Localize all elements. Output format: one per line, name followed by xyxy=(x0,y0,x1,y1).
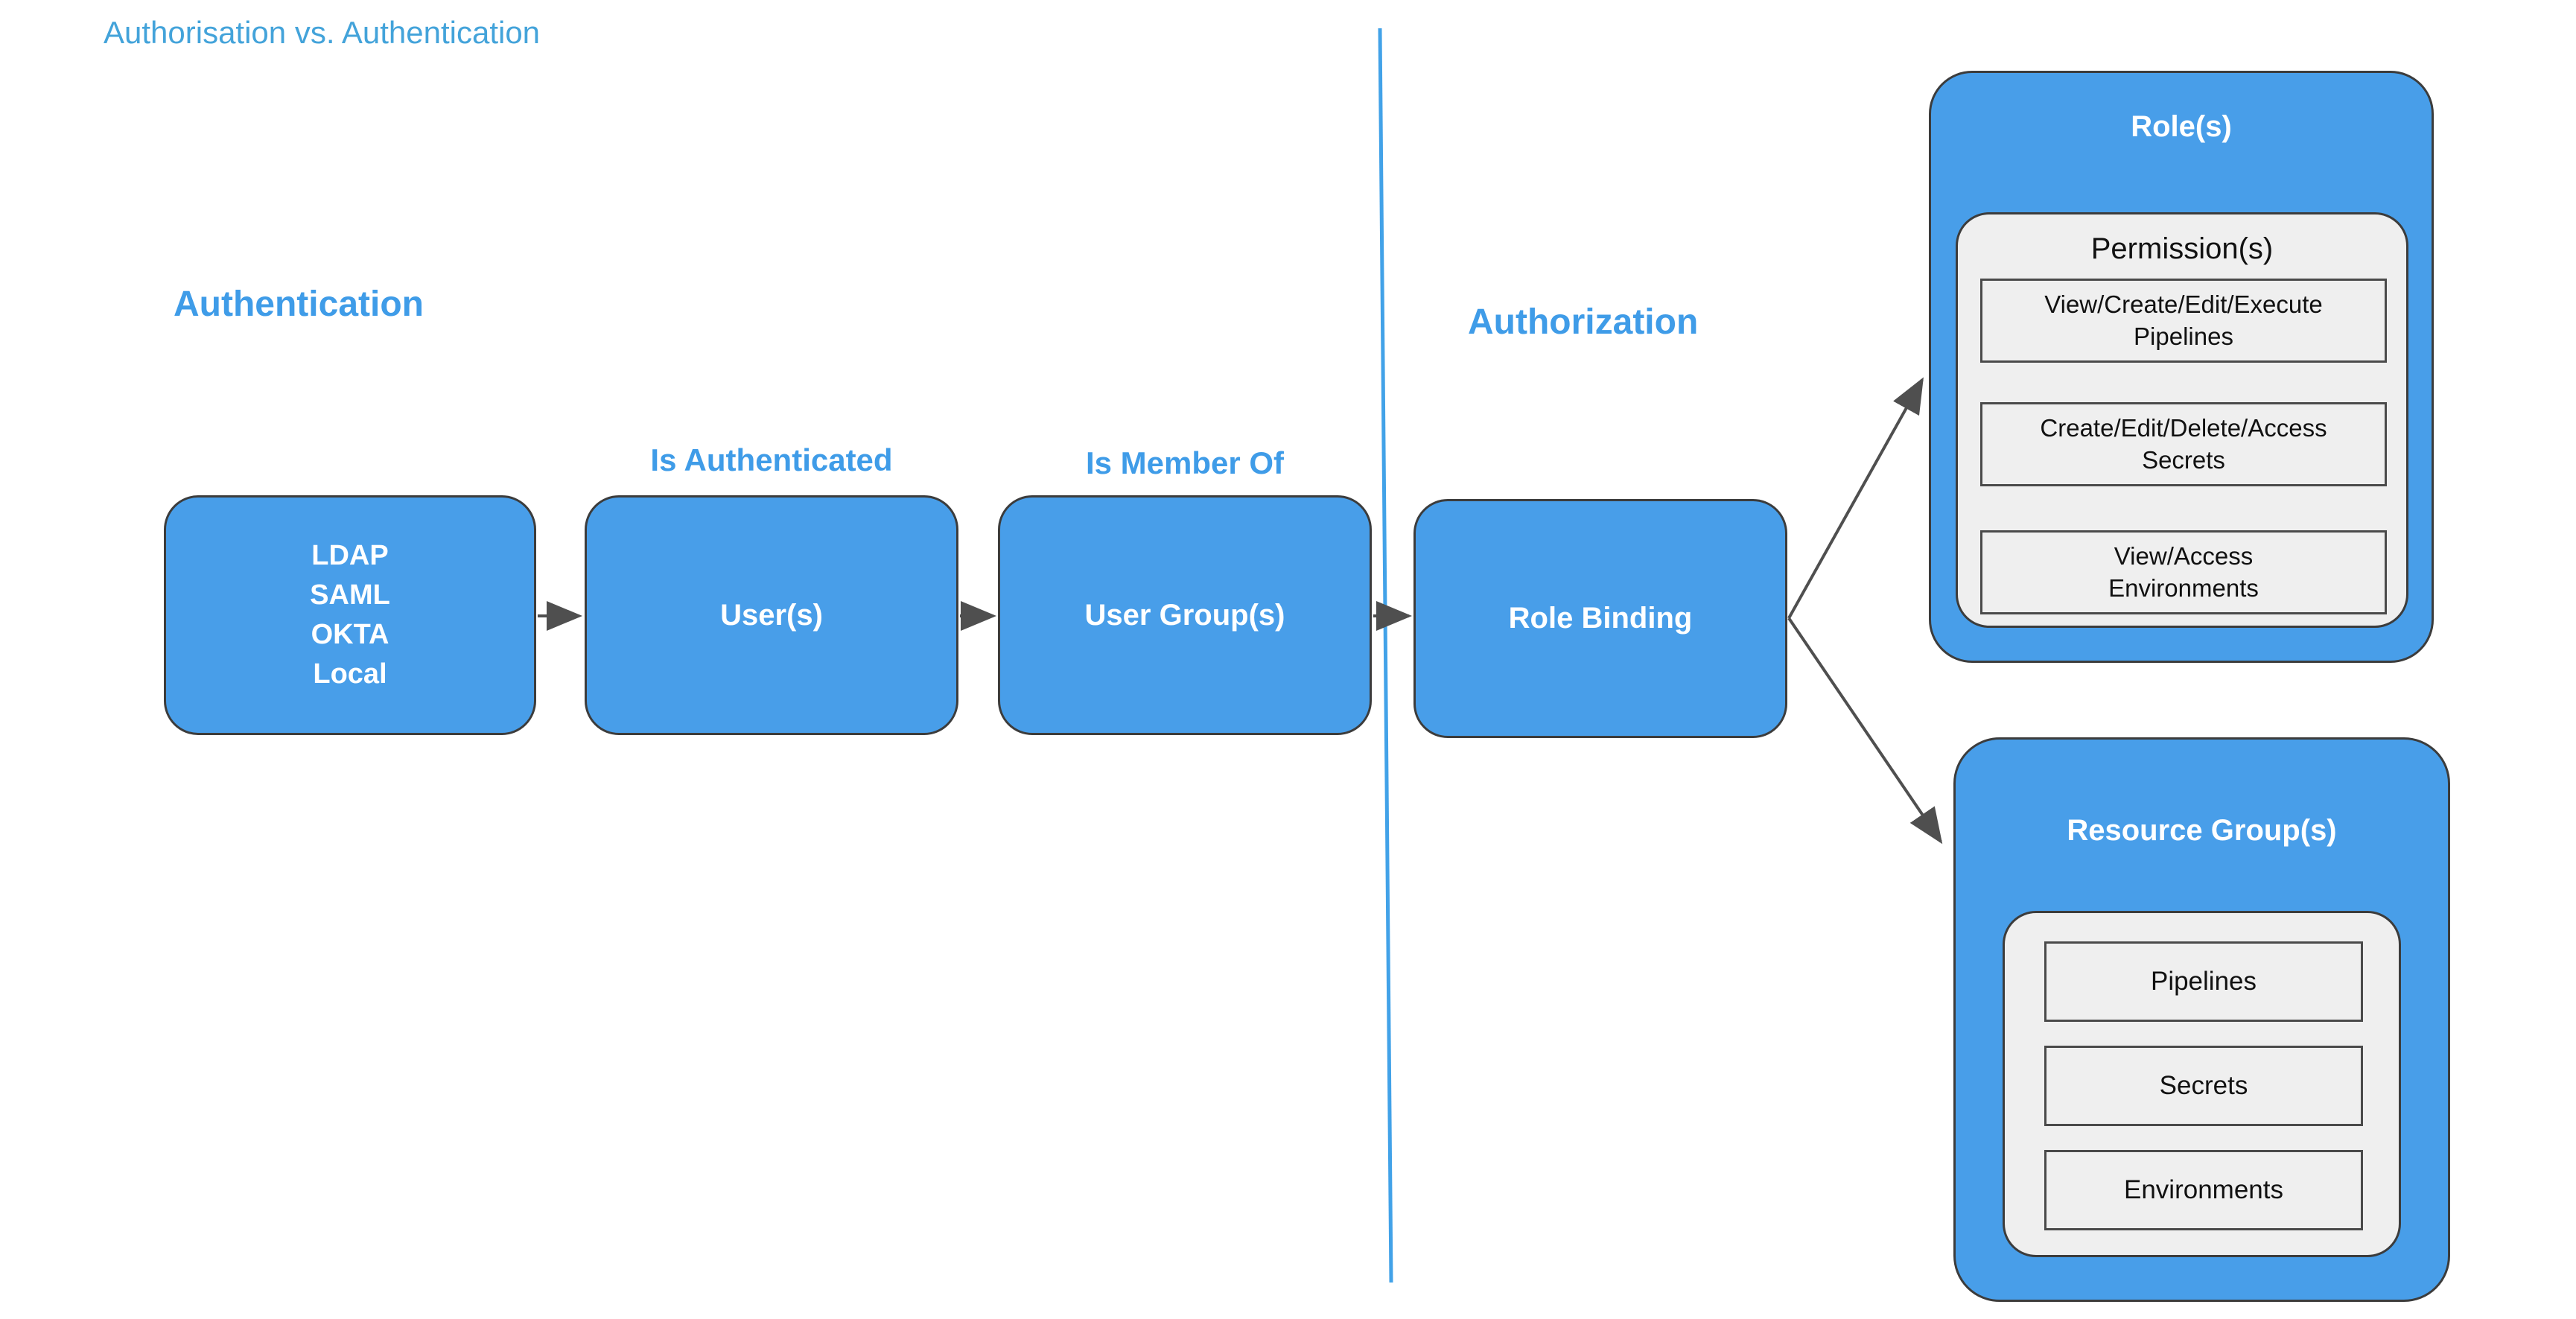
resource-pipelines-rect: Pipelines xyxy=(2044,941,2363,1022)
permission-environments-line1: View/Access xyxy=(2114,541,2254,570)
resource-secrets-rect: Secrets xyxy=(2044,1046,2363,1126)
users-box: User(s) xyxy=(585,495,958,735)
role-binding-box-label: Role Binding xyxy=(1508,602,1693,635)
page-title: Authorisation vs. Authentication xyxy=(104,15,541,50)
permission-secrets-rect: Create/Edit/Delete/Access Secrets xyxy=(1980,402,2387,486)
arrow-rolebinding-to-roles xyxy=(1787,377,1924,619)
permission-secrets-line1: Create/Edit/Delete/Access xyxy=(2040,413,2327,442)
user-groups-box-label: User Group(s) xyxy=(1084,598,1285,632)
edge-label-is-member-of: Is Member Of xyxy=(1085,445,1285,480)
resource-groups-box: Resource Group(s) Pipelines Secrets Envi… xyxy=(1953,737,2450,1302)
permission-pipelines-rect: View/Create/Edit/Execute Pipelines xyxy=(1980,279,2387,363)
identity-provider-okta: OKTA xyxy=(311,619,389,650)
resources-container: Pipelines Secrets Environments xyxy=(2003,911,2401,1257)
identity-providers-box: LDAP SAML OKTA Local xyxy=(164,495,536,735)
resource-pipelines-label: Pipelines xyxy=(2150,967,2257,997)
permissions-container: Permission(s) View/Create/Edit/Execute P… xyxy=(1956,212,2408,628)
resource-groups-title: Resource Group(s) xyxy=(2067,814,2337,847)
role-binding-box: Role Binding xyxy=(1413,499,1787,738)
resource-environments-label: Environments xyxy=(2124,1175,2283,1205)
permission-environments-rect: View/Access Environments xyxy=(1980,530,2387,614)
permission-pipelines-line1: View/Create/Edit/Execute xyxy=(2044,290,2323,318)
arrow-rolebinding-to-resourcegroups xyxy=(1787,617,1943,845)
user-groups-box: User Group(s) xyxy=(998,495,1372,735)
authorization-heading: Authorization xyxy=(1468,302,1699,342)
authentication-heading: Authentication xyxy=(174,285,424,324)
users-box-label: User(s) xyxy=(720,598,823,632)
roles-group-box: Role(s) Permission(s) View/Create/Edit/E… xyxy=(1929,71,2434,663)
resource-secrets-label: Secrets xyxy=(2159,1071,2248,1101)
resource-environments-rect: Environments xyxy=(2044,1150,2363,1230)
identity-provider-ldap: LDAP xyxy=(311,539,389,571)
authn-authz-divider-line xyxy=(1378,28,1393,1283)
permission-pipelines-line2: Pipelines xyxy=(2134,322,2233,350)
roles-group-title: Role(s) xyxy=(2131,110,2232,143)
edge-label-is-authenticated: Is Authenticated xyxy=(650,442,893,477)
permission-environments-line2: Environments xyxy=(2108,573,2259,602)
identity-provider-saml: SAML xyxy=(310,579,390,611)
permissions-heading: Permission(s) xyxy=(2090,232,2274,265)
permission-secrets-line2: Secrets xyxy=(2142,445,2225,474)
identity-providers-label: LDAP SAML OKTA Local xyxy=(310,536,390,695)
identity-provider-local: Local xyxy=(313,658,387,690)
